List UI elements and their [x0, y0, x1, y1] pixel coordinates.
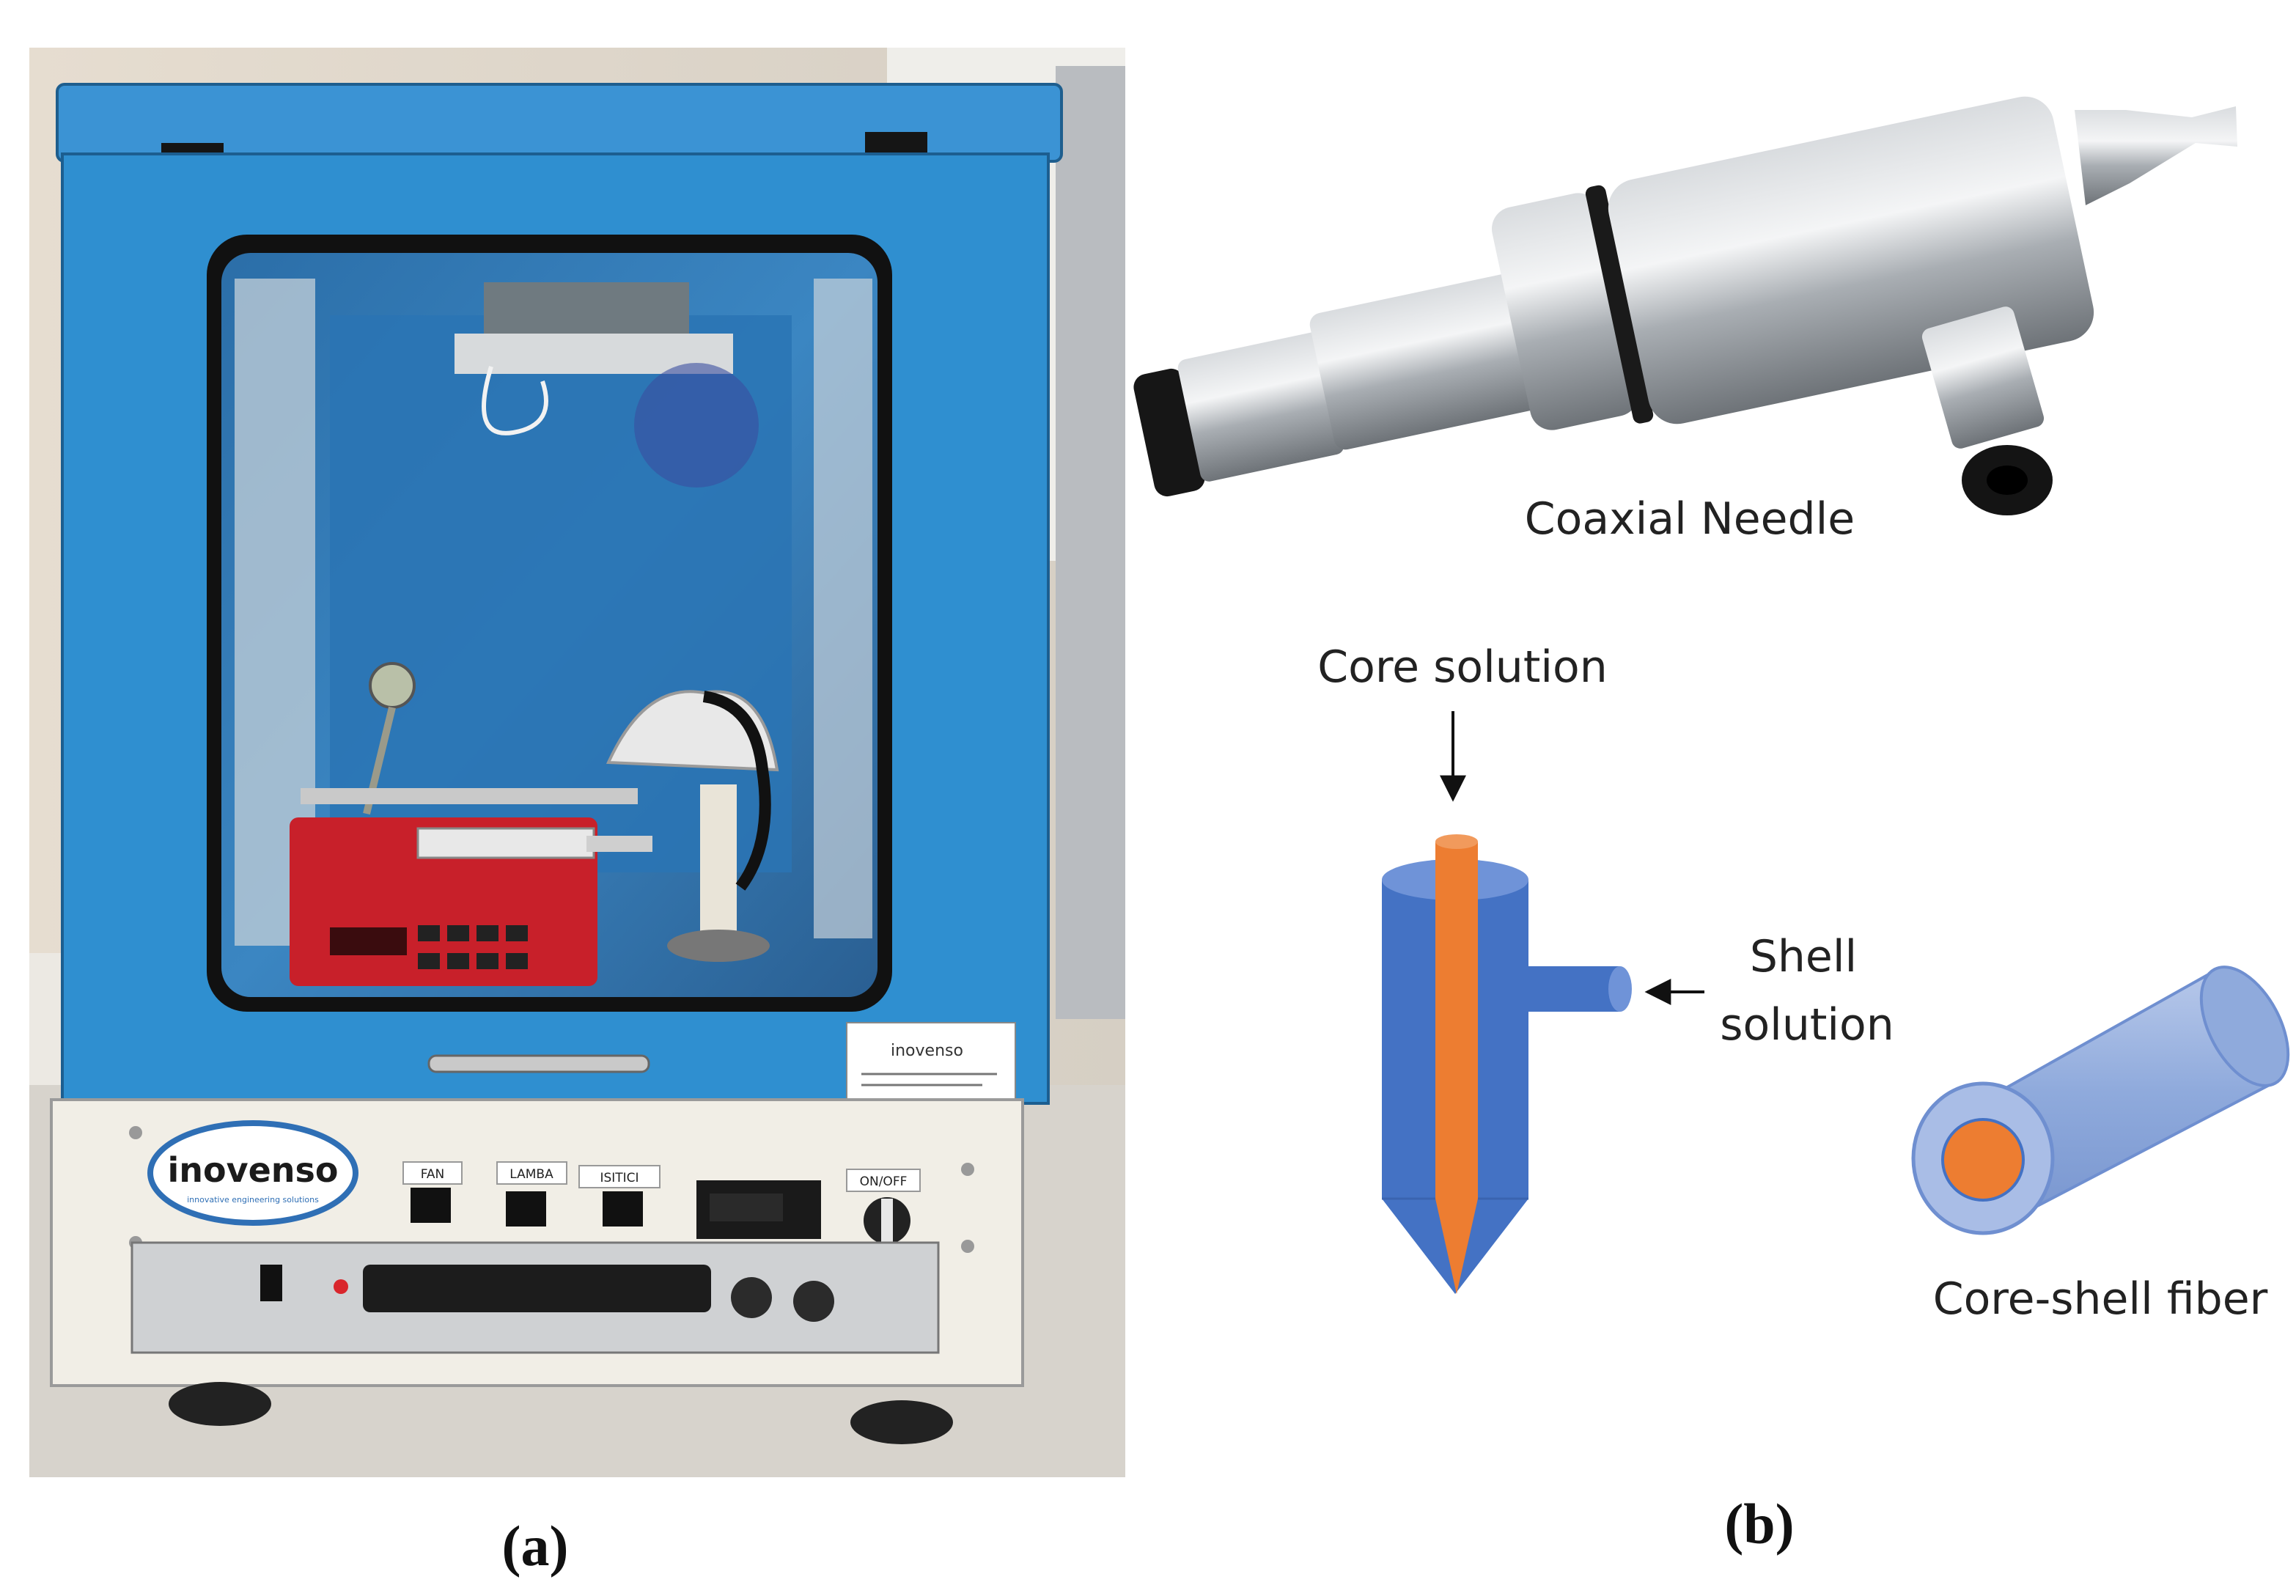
lamp-label: LAMBA: [509, 1167, 553, 1182]
syringe-tip: [586, 836, 652, 852]
target-disc: [634, 363, 759, 488]
core-solution-label: Core solution: [1317, 641, 1608, 693]
lamp: [369, 662, 416, 709]
power-label: ON/OFF: [860, 1174, 908, 1189]
needle-stand: [700, 784, 737, 946]
side-port-nut: [1921, 306, 2045, 449]
sticker-brand: inovenso: [891, 1042, 963, 1060]
needle-shaft: [1309, 268, 1564, 450]
syringe-body: [416, 827, 595, 859]
hv-switch[interactable]: [260, 1265, 282, 1301]
brand-logo: [147, 1120, 358, 1226]
left-hex-nut: [1177, 332, 1344, 482]
o-ring: [1585, 185, 1654, 424]
core-shell-fiber: [1911, 966, 2290, 1235]
shell-inlet-tube: [1528, 966, 1620, 1012]
inner-right-wall: [814, 279, 872, 938]
core-rod: [1435, 842, 1478, 1199]
hv-knob-1[interactable]: [731, 1277, 772, 1318]
shell-label-line1: Shell: [1750, 931, 1857, 982]
pump-keys: [418, 925, 528, 969]
stand-base: [667, 930, 770, 962]
door-handle: [427, 1054, 650, 1073]
heater-button[interactable]: [603, 1191, 643, 1227]
hv-display: [363, 1265, 711, 1312]
fan-button[interactable]: [411, 1188, 451, 1223]
cabinet-foot-right: [850, 1400, 953, 1444]
brand-name: inovenso: [167, 1150, 338, 1190]
pump-display: [330, 927, 407, 955]
panel-a-label: (a): [502, 1514, 569, 1578]
fiber-core: [1941, 1118, 2025, 1202]
control-buttons: FAN LAMBA ISITICI: [402, 1161, 661, 1227]
brand-tagline: innovative engineering solutions: [187, 1195, 319, 1205]
inovenso-sticker: [846, 1022, 1016, 1100]
collector-mount: [484, 282, 689, 337]
wire: [482, 366, 548, 435]
cabinet-foot-left: [169, 1382, 271, 1426]
flexible-duct: [1056, 66, 1125, 1019]
needle-nose: [2075, 106, 2237, 205]
panel-a-photo: inovenso inovenso innovative engineering…: [29, 48, 1125, 1477]
fan-label: FAN: [421, 1167, 445, 1182]
shell-label-line2: solution: [1720, 999, 1894, 1051]
coaxial-needle-photo: [1133, 96, 2237, 515]
core-rod-top: [1435, 834, 1478, 849]
hv-knob-2[interactable]: [793, 1281, 834, 1322]
fiber-far-end: [2199, 966, 2290, 1087]
panel-b-label: (b): [1724, 1492, 1794, 1556]
lamp-button[interactable]: [506, 1191, 546, 1227]
needle-caption: Coaxial Needle: [1525, 493, 1855, 545]
heater-label: ISITICI: [600, 1171, 639, 1185]
shell-inlet-opening: [1608, 966, 1632, 1012]
tubing: [702, 691, 771, 891]
core-cone: [1435, 1199, 1478, 1294]
fiber-label: Core-shell fiber: [1933, 1273, 2268, 1325]
coaxial-nozzle-schematic: [1382, 834, 1632, 1294]
syringe-rail: [301, 788, 638, 804]
